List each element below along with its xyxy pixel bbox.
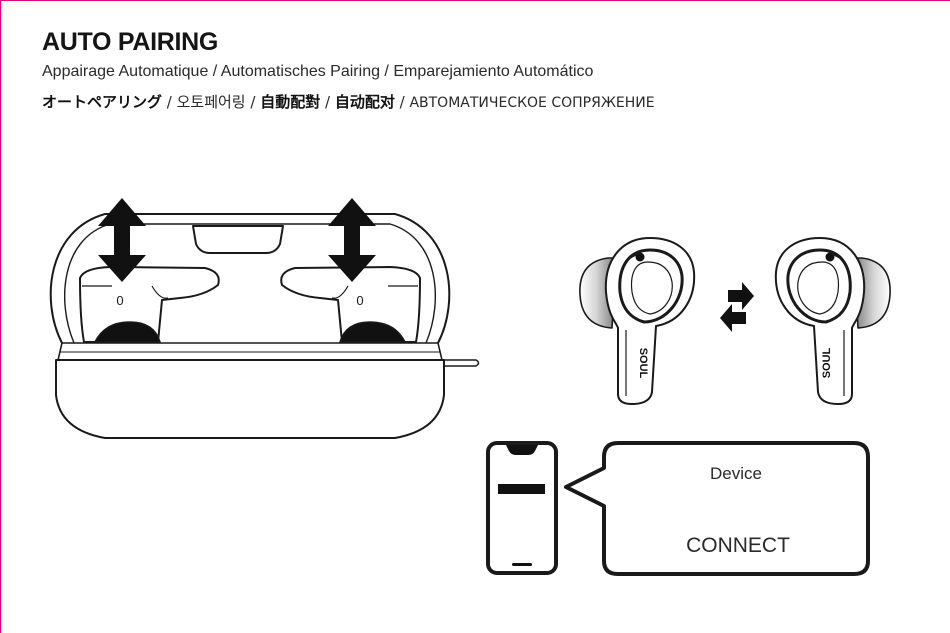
connection-dialog: Device CONNECT (566, 443, 868, 574)
device-name-label: Device (710, 464, 762, 483)
smartphone (488, 443, 556, 573)
case-notch (193, 226, 283, 253)
bud-brand-right: SOUL (821, 347, 833, 378)
connect-label: CONNECT (686, 534, 790, 557)
earbud-left: SOUL (580, 238, 694, 404)
pairing-swap-arrows (720, 282, 754, 332)
case-base (56, 360, 444, 438)
case-lanyard (444, 360, 479, 366)
case-bud-right-label: 0 (356, 293, 363, 308)
bud-brand-left: SOUL (637, 348, 649, 379)
phone-screen-bar (498, 484, 545, 494)
case-bud-left-label: 0 (116, 293, 123, 308)
phone-home-bar (512, 563, 532, 566)
earbud-right: SOUL (776, 238, 890, 404)
